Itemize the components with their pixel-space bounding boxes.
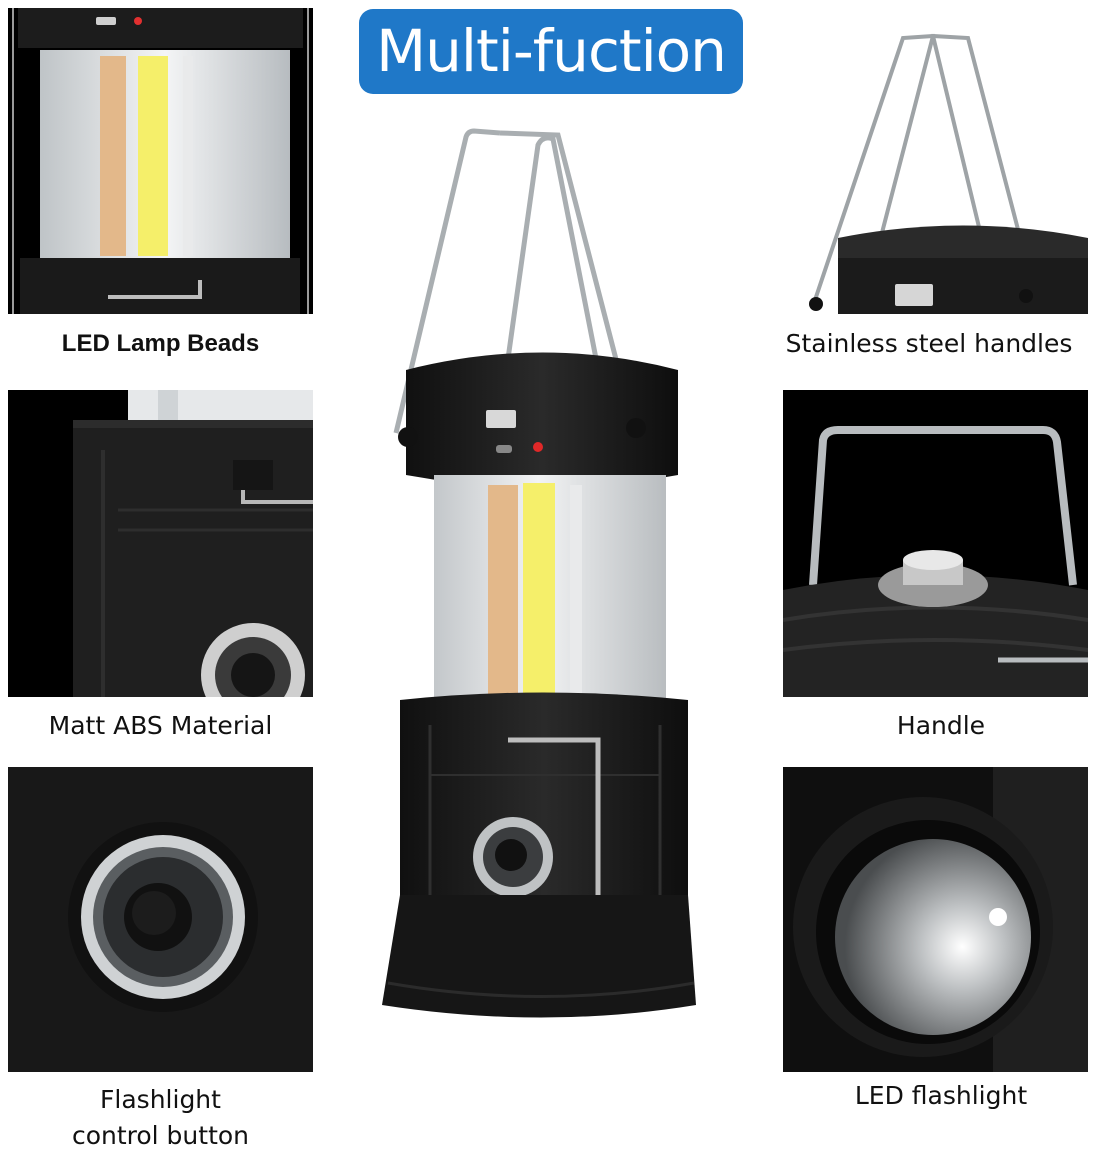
caption-control-button-line1: Flashlight: [100, 1085, 221, 1114]
abs-material-photo: [8, 390, 313, 697]
caption-led-flashlight: LED flashlight: [854, 1081, 1028, 1110]
steel-handles-photo: [783, 8, 1088, 314]
handle-photo: [783, 390, 1088, 697]
caption-handle: Handle: [896, 711, 986, 740]
caption-control-button: Flashlight control button: [8, 1082, 313, 1154]
title-badge: Multi-fuction: [359, 9, 743, 94]
caption-led-lamp-beads: LED Lamp Beads: [61, 330, 260, 357]
caption-control-button-line2: control button: [71, 1121, 250, 1150]
caption-abs-material: Matt ABS Material: [48, 711, 273, 740]
caption-steel-handles: Stainless steel handles: [785, 329, 1073, 358]
led-lamp-beads-photo: [8, 8, 313, 314]
camping-lantern-photo: [378, 125, 708, 1145]
control-button-photo: [8, 767, 313, 1072]
flashlight-photo: [783, 767, 1088, 1072]
